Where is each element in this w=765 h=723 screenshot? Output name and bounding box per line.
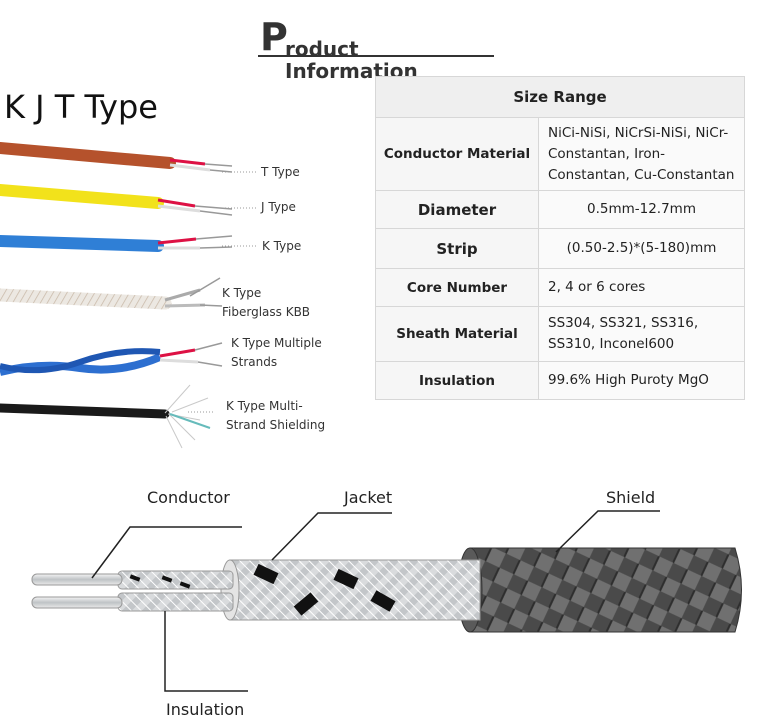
cable-label: K Type (262, 239, 302, 253)
row-value: NiCi-NiSi, NiCrSi-NiSi, NiCr-Constantan,… (538, 117, 745, 191)
cable-label: T Type (261, 165, 300, 179)
row-value: 99.6% High Puroty MgO (538, 361, 745, 400)
row-value: 0.5mm-12.7mm (538, 190, 745, 229)
k-multistrand-cable (0, 342, 223, 376)
cable-label: K Type Multi- Strand Shielding (226, 399, 326, 432)
jacket-label: Jacket (344, 488, 393, 507)
row-label: Core Number (375, 268, 539, 307)
row-label: Diameter (375, 190, 539, 229)
table-row: Conductor Material NiCi-NiSi, NiCrSi-NiS… (375, 117, 745, 191)
row-label: Sheath Material (375, 306, 539, 362)
table-row: Strip (0.50-2.5)*(5-180)mm (375, 228, 745, 269)
shield-label: Shield (606, 488, 656, 507)
row-value: SS304, SS321, SS316, SS310, Inconel600 (538, 306, 745, 362)
k-shielded-cable (0, 384, 214, 449)
table-row: Diameter 0.5mm-12.7mm (375, 190, 745, 229)
t-type-cable (0, 142, 258, 173)
page-title: P roduct Information (258, 10, 494, 82)
table-row: Sheath Material SS304, SS321, SS316, SS3… (375, 306, 745, 362)
k-type-cable (0, 235, 258, 252)
cable-structure-diagram (31, 510, 742, 692)
cable-types-image (0, 142, 258, 449)
j-type-cable (0, 184, 258, 216)
k-fiberglass-cable (0, 277, 223, 310)
row-label: Strip (375, 228, 539, 269)
cable-label: K Type Fiberglass KBB (222, 286, 311, 319)
row-label: Insulation (375, 361, 539, 400)
row-value: (0.50-2.5)*(5-180)mm (538, 228, 745, 269)
table-row: Core Number 2, 4 or 6 cores (375, 268, 745, 307)
shield-layer (469, 547, 742, 633)
table-header: Size Range (375, 76, 745, 118)
size-range-table: Size Range Conductor Material NiCi-NiSi,… (375, 76, 745, 400)
row-label: Conductor Material (375, 117, 539, 191)
conductor-label: Conductor (147, 488, 230, 507)
cable-label: J Type (261, 200, 296, 214)
insulation-label: Insulation (166, 700, 245, 719)
table-row: Insulation 99.6% High Puroty MgO (375, 361, 745, 400)
types-heading: K J T Type (4, 88, 158, 126)
title-initial: P (260, 15, 288, 59)
cable-label: K Type Multiple Strands (231, 336, 322, 369)
table-header-row: Size Range (375, 76, 745, 118)
title-underline (258, 55, 494, 57)
row-value: 2, 4 or 6 cores (538, 268, 745, 307)
